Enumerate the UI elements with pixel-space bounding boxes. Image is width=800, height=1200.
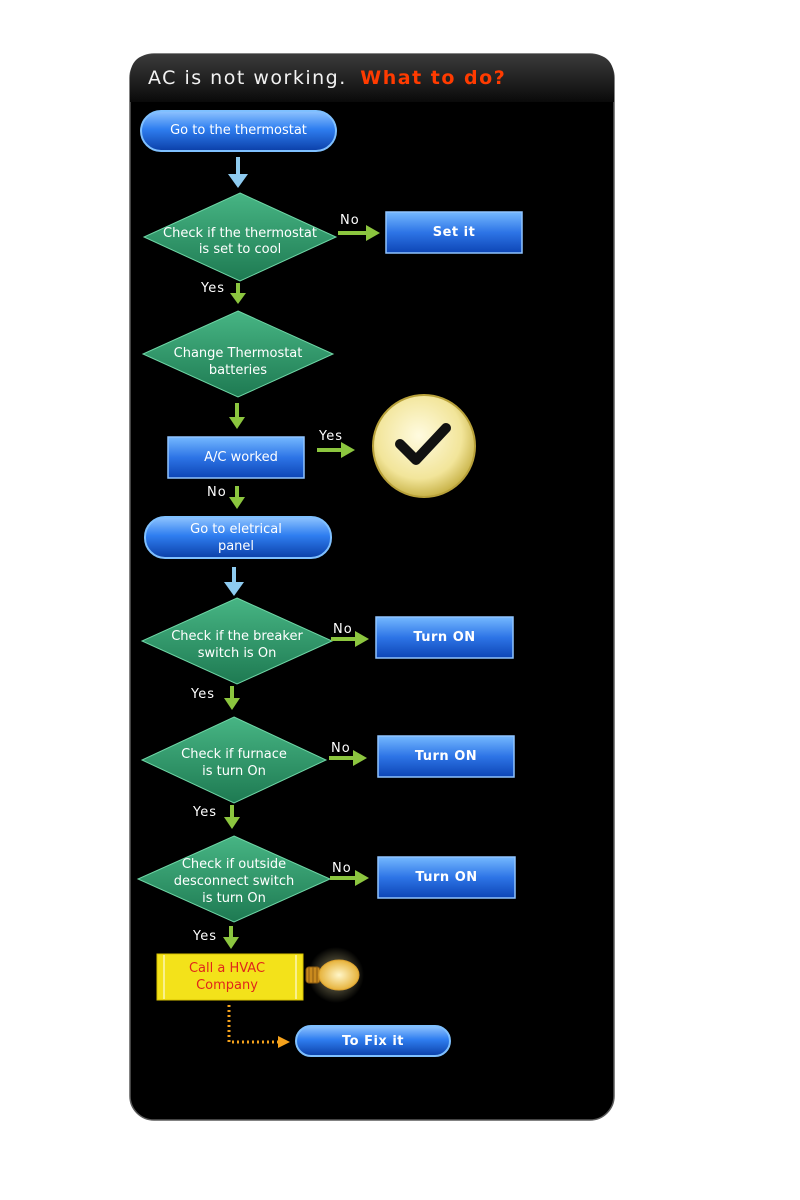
arrow-down-green	[230, 283, 246, 304]
check-outside-line-2: desconnect switch	[174, 874, 294, 889]
arrow-down-green	[223, 926, 239, 949]
action-turn-on-3: Turn ON	[377, 856, 516, 899]
ac-worked-label: A/C worked	[204, 450, 278, 465]
label-yes-4: Yes	[192, 805, 217, 820]
label-yes-1: Yes	[200, 281, 225, 296]
decision-thermostat-cool: Check if the thermostat is set to cool	[142, 192, 338, 282]
go-panel-line-2: panel	[218, 539, 254, 554]
check-cool-line-1: Check if the thermostat	[163, 226, 317, 241]
label-yes-3: Yes	[190, 687, 215, 702]
turn-on-1-label: Turn ON	[413, 630, 475, 645]
label-no-4: No	[331, 741, 351, 756]
panel-title: AC is not working. What to do?	[148, 67, 506, 89]
step-go-panel: Go to eletrical panel	[144, 516, 332, 559]
label-no-5: No	[332, 861, 352, 876]
label-no-2: No	[207, 485, 227, 500]
check-breaker-line-2: switch is On	[198, 646, 277, 661]
step-call-hvac: Call a HVAC Company	[156, 953, 304, 1001]
title-accent: What to do?	[360, 67, 506, 89]
arrow-down-green	[229, 486, 245, 509]
arrow-right-green	[317, 442, 355, 458]
turn-on-3-label: Turn ON	[415, 870, 477, 885]
arrow-right-green	[330, 870, 369, 886]
step-change-batteries: Change Thermostat batteries	[141, 310, 335, 398]
start-label: Go to the thermostat	[170, 123, 307, 138]
check-breaker-line-1: Check if the breaker	[171, 629, 303, 644]
check-outside-line-3: is turn On	[202, 891, 266, 906]
decision-furnace: Check if furnace is turn On	[140, 716, 328, 804]
checkmark-icon	[372, 394, 476, 498]
label-yes-5: Yes	[192, 929, 217, 944]
label-no-1: No	[340, 213, 360, 228]
arrow-down-blue	[228, 157, 248, 188]
fix-it-label: To Fix it	[342, 1034, 404, 1049]
check-outside-line-1: Check if outside	[182, 857, 286, 872]
change-batteries-line-2: batteries	[209, 363, 267, 378]
call-hvac-line-1: Call a HVAC	[189, 961, 265, 976]
arrow-right-green	[338, 225, 380, 241]
check-furnace-line-1: Check if furnace	[181, 747, 287, 762]
label-yes-2: Yes	[318, 429, 343, 444]
light-bulb-icon	[305, 947, 364, 1003]
arrow-down-blue	[224, 567, 244, 596]
arrow-right-green	[329, 750, 367, 766]
check-furnace-line-2: is turn On	[202, 764, 266, 779]
start-node: Go to the thermostat	[140, 110, 337, 152]
set-it-label: Set it	[433, 225, 476, 240]
decision-breaker: Check if the breaker switch is On	[140, 597, 334, 685]
arrow-down-green	[224, 805, 240, 829]
turn-on-2-label: Turn ON	[415, 749, 477, 764]
title-main: AC is not working.	[148, 67, 347, 89]
action-turn-on-1: Turn ON	[375, 616, 514, 659]
call-hvac-line-2: Company	[196, 978, 258, 993]
go-panel-line-1: Go to eletrical	[190, 522, 282, 537]
arrow-right-green	[331, 631, 369, 647]
dotted-connector	[227, 1005, 290, 1048]
decision-outside-disconnect: Check if outside desconnect switch is tu…	[136, 835, 332, 923]
action-set-it: Set it	[385, 211, 523, 254]
label-no-3: No	[333, 622, 353, 637]
arrow-down-green	[229, 403, 245, 429]
arrow-down-green	[224, 686, 240, 710]
action-turn-on-2: Turn ON	[377, 735, 515, 778]
end-fix-it: To Fix it	[295, 1025, 451, 1057]
check-cool-line-2: is set to cool	[199, 242, 281, 257]
change-batteries-line-1: Change Thermostat	[174, 346, 303, 361]
panel-header	[130, 54, 614, 102]
step-ac-worked: A/C worked	[167, 436, 305, 479]
